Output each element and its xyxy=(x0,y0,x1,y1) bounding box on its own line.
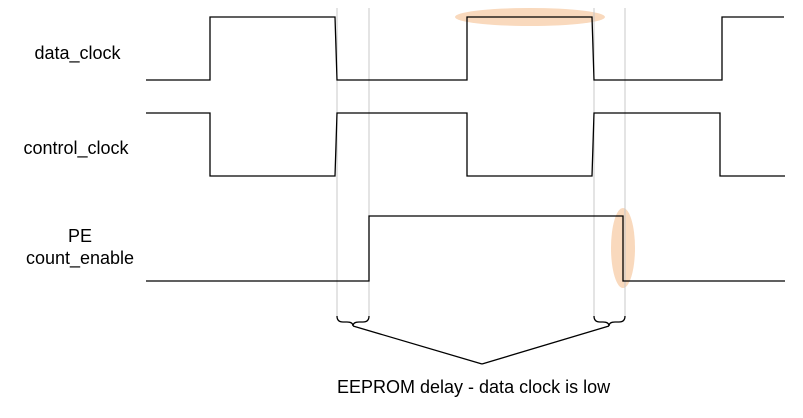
pointer-line-right xyxy=(481,325,610,365)
delay-brace-left xyxy=(336,315,370,327)
data-clock-waveform xyxy=(146,16,784,81)
control-clock-label: control_clock xyxy=(23,138,129,158)
data-clock-label: data_clock xyxy=(34,43,121,63)
count-enable-label: count_enable xyxy=(25,248,135,268)
delay-brace-right xyxy=(593,315,626,327)
eeprom-delay-caption: EEPROM delay - data clock is low xyxy=(337,377,611,397)
pe-count-enable-waveform xyxy=(146,215,785,282)
pe-label: PE xyxy=(67,226,92,246)
pointer-line-left xyxy=(352,325,483,365)
control-clock-waveform xyxy=(146,112,785,177)
